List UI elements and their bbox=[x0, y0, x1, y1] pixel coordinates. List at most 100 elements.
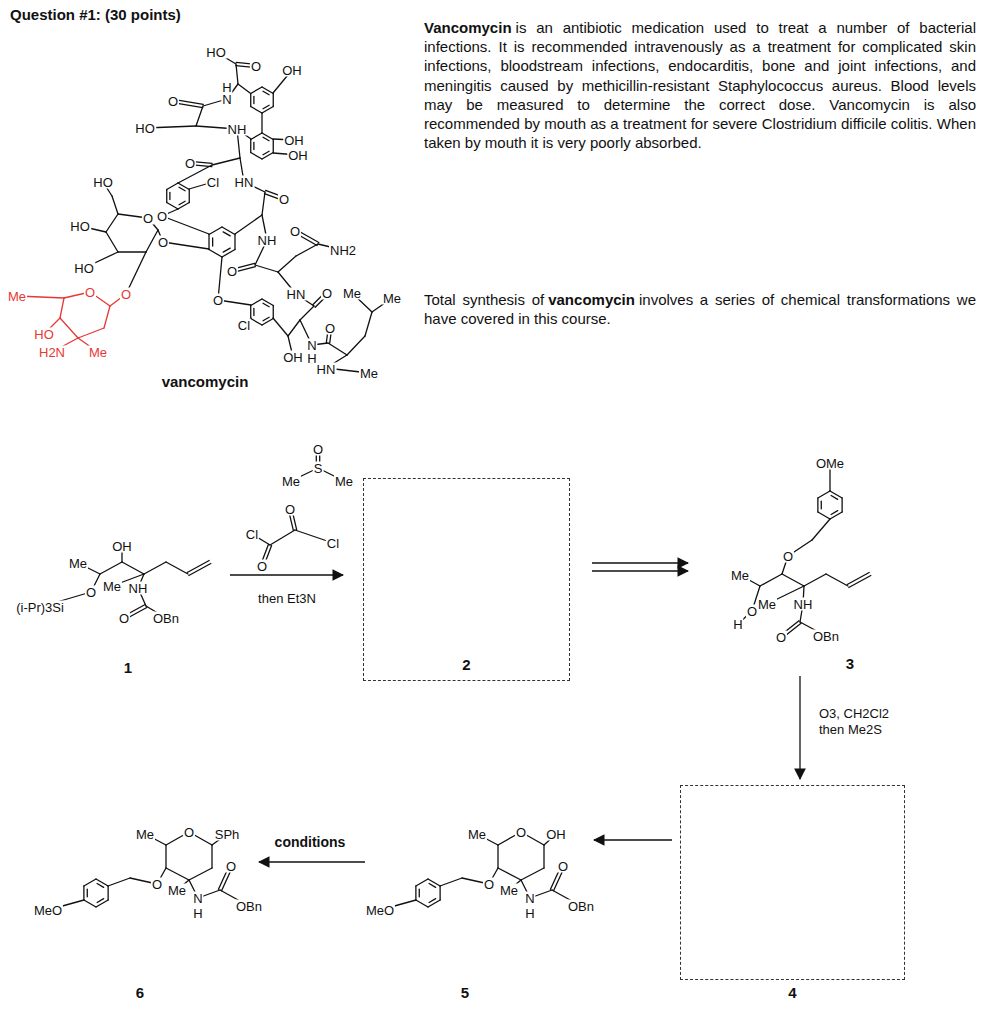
bond-line bbox=[415, 886, 416, 900]
atom-label: O bbox=[142, 212, 154, 225]
atom-label: HN bbox=[316, 363, 337, 376]
bond-line bbox=[251, 107, 262, 114]
description-paragraph: Vancomycinis an antibiotic medication us… bbox=[424, 18, 976, 152]
atom-label: H bbox=[732, 618, 743, 631]
bond-line bbox=[189, 190, 190, 203]
bond-line bbox=[365, 312, 372, 336]
bond-line bbox=[253, 96, 254, 103]
bond-line bbox=[288, 320, 300, 336]
bond-line bbox=[96, 900, 108, 907]
bond-line bbox=[429, 899, 436, 903]
bond-line bbox=[163, 242, 209, 249]
bond-line bbox=[263, 151, 269, 155]
bond-line bbox=[273, 140, 274, 153]
bond-line bbox=[831, 511, 838, 515]
bond-line bbox=[263, 303, 269, 307]
reaction-arrow bbox=[592, 562, 688, 563]
paragraph-text: Total synthesis of bbox=[424, 291, 544, 308]
atom-label: N bbox=[192, 892, 203, 905]
bond-line bbox=[830, 491, 842, 498]
bond-line bbox=[169, 192, 170, 199]
atom-label: O bbox=[256, 560, 268, 573]
bond-line bbox=[106, 214, 118, 232]
answer-box: 4 bbox=[680, 785, 905, 980]
bond-line bbox=[273, 94, 274, 107]
bond-line bbox=[60, 298, 64, 318]
bond-line bbox=[212, 158, 240, 165]
atom-label: HO bbox=[92, 176, 114, 189]
bond-line bbox=[251, 87, 262, 94]
bond-line bbox=[97, 899, 104, 903]
bond-line bbox=[497, 845, 498, 868]
bond-line bbox=[300, 306, 314, 320]
atom-label: O bbox=[557, 860, 569, 873]
atom-label: O bbox=[167, 95, 179, 108]
bond-line bbox=[428, 900, 440, 907]
atom-label: O bbox=[483, 878, 495, 891]
atom-label: O bbox=[183, 826, 195, 839]
atom-label: NH bbox=[793, 598, 814, 611]
atom-label: OBn bbox=[812, 630, 840, 643]
bond-line bbox=[782, 574, 804, 586]
atom-label: OBn bbox=[235, 900, 263, 913]
bond-line bbox=[83, 886, 84, 900]
bond-line bbox=[251, 133, 262, 140]
atom-label: O bbox=[156, 210, 168, 223]
atom-label: N bbox=[524, 892, 535, 905]
bond-line bbox=[250, 94, 251, 107]
bond-line bbox=[187, 561, 209, 573]
atom-label: Me bbox=[102, 580, 122, 593]
atom-label: HO bbox=[73, 262, 95, 275]
bond-line bbox=[296, 244, 318, 256]
reagent-text: O3, CH2Cl2 bbox=[818, 707, 890, 720]
atom-label: O bbox=[289, 225, 301, 238]
bond-line bbox=[96, 879, 108, 886]
atom-label: H bbox=[192, 907, 203, 920]
atom-label: O bbox=[120, 288, 132, 301]
atom-label: Me bbox=[334, 475, 354, 488]
bond-line bbox=[429, 884, 436, 888]
bond-line bbox=[263, 317, 269, 321]
atom-label: O bbox=[157, 236, 169, 249]
atom-label: OBn bbox=[152, 612, 180, 625]
atom-label: HO bbox=[33, 328, 55, 341]
bond-line bbox=[251, 153, 262, 160]
atom-label: Me bbox=[730, 569, 750, 582]
bond-line bbox=[212, 238, 213, 246]
atom-label: Me bbox=[382, 292, 402, 305]
bond-line bbox=[250, 140, 251, 153]
bond-line bbox=[273, 306, 274, 319]
atom-label: O bbox=[225, 860, 237, 873]
atom-label: Cl bbox=[326, 537, 340, 550]
reagent-text: conditions bbox=[274, 835, 347, 849]
atom-label: NH2 bbox=[329, 244, 357, 257]
bond-line bbox=[818, 491, 830, 498]
atom-label: OH bbox=[281, 64, 303, 77]
atom-label: MeO bbox=[33, 904, 63, 917]
atom-label: O bbox=[226, 265, 238, 278]
compound-number: 6 bbox=[135, 985, 145, 1000]
atom-label: Cl bbox=[237, 319, 251, 332]
bond-line bbox=[262, 192, 265, 215]
atom-label: O bbox=[184, 157, 196, 170]
bond-line bbox=[251, 319, 262, 326]
bond-line bbox=[178, 203, 189, 210]
atom-label: OH bbox=[287, 149, 309, 162]
bond-line bbox=[179, 201, 185, 205]
bond-line bbox=[521, 868, 544, 880]
bond-line bbox=[222, 227, 235, 235]
atom-label: NH bbox=[227, 123, 248, 136]
atom-label: O bbox=[151, 878, 163, 891]
bond-line bbox=[87, 889, 88, 897]
bond-line bbox=[167, 203, 178, 210]
atom-label: Cl bbox=[206, 176, 220, 189]
bond-line bbox=[236, 64, 238, 84]
bond-line bbox=[270, 530, 295, 545]
bond-line bbox=[847, 573, 869, 585]
atom-label: O bbox=[212, 294, 224, 307]
bond-line bbox=[253, 308, 254, 315]
bond-line bbox=[97, 884, 104, 888]
atom-label: MeO bbox=[365, 904, 395, 917]
bond-line bbox=[122, 562, 144, 574]
bond-line bbox=[106, 232, 118, 252]
